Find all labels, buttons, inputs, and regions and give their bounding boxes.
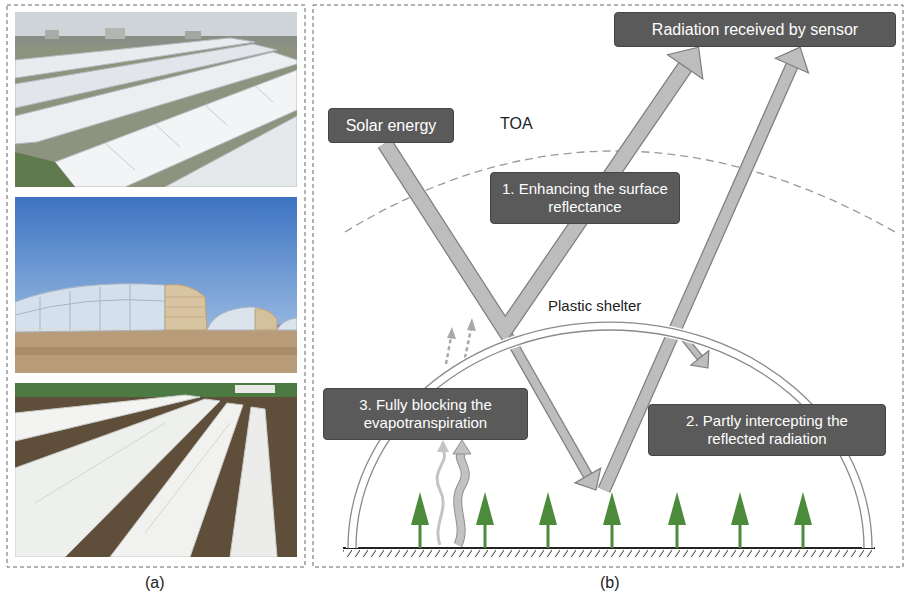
- arrow-head: [775, 47, 808, 73]
- label-box: 2. Partly intercepting the reflected rad…: [648, 404, 886, 456]
- greenhouse-photo: [277, 318, 297, 330]
- greenhouse-photo: [15, 300, 165, 315]
- greenhouse-photo: [165, 307, 206, 308]
- radiation-arrow: [385, 47, 703, 330]
- evapotranspiration-arrow: [467, 318, 476, 331]
- layer-label: TOA: [500, 114, 533, 133]
- panel-frame: [7, 5, 305, 567]
- label-box: Solar energy: [328, 108, 454, 143]
- panel-label: (b): [600, 573, 620, 592]
- greenhouse-photo: [105, 143, 135, 170]
- ground: [343, 548, 875, 557]
- evapotranspiration-arrow: [447, 327, 456, 339]
- greenhouse-photo: [155, 124, 180, 147]
- row-cover-photo: [35, 423, 230, 533]
- evapotranspiration-arrow: [465, 329, 471, 358]
- crop-symbol: [731, 492, 749, 525]
- greenhouse-photo: [45, 30, 59, 39]
- greenhouse-photo: [40, 297, 41, 330]
- arrow-outline: [385, 66, 686, 330]
- box-text: 3. Fully blocking the evapotranspiration: [332, 396, 519, 432]
- arrow-body: [385, 66, 686, 330]
- panel-frame: [313, 5, 903, 567]
- greenhouse-photo: [15, 347, 297, 355]
- greenhouse-photo: [165, 297, 206, 317]
- greenhouse-photo: [255, 86, 273, 102]
- greenhouse-photo: [100, 287, 101, 330]
- evapotranspiration-arrow: [458, 452, 466, 545]
- row-cover-photo: [230, 407, 277, 557]
- row-cover-photo: [110, 403, 243, 557]
- greenhouse-photo: [205, 105, 227, 125]
- row-cover-photo: [15, 383, 297, 557]
- greenhouse-photo: [15, 285, 165, 330]
- panel-frame: [7, 5, 903, 567]
- crop-symbol: [547, 524, 550, 548]
- crop-symbol: [611, 524, 614, 548]
- greenhouse-photo: [130, 285, 131, 330]
- greenhouse-photo: [165, 285, 207, 331]
- row-cover-photo: [15, 383, 297, 397]
- label-box: 3. Fully blocking the evapotranspiration: [323, 388, 528, 440]
- greenhouse-photo: [165, 297, 205, 298]
- greenhouse-photo: [55, 70, 297, 187]
- evapotranspiration-arrow: [437, 450, 444, 545]
- evapotranspiration-arrow: [437, 440, 449, 452]
- layer-label: Plastic shelter: [548, 297, 641, 315]
- crop-symbol: [539, 492, 557, 525]
- crop-symbol: [794, 492, 812, 525]
- evapotranspiration-arrow: [446, 337, 451, 364]
- crop-symbol: [419, 524, 422, 548]
- label-box: Radiation received by sensor: [614, 12, 896, 47]
- box-text: Radiation received by sensor: [623, 20, 887, 39]
- row-cover-photo: [235, 385, 275, 393]
- panel-label: (a): [145, 573, 165, 592]
- arrow-head: [667, 47, 702, 79]
- crop-symbol: [802, 524, 805, 548]
- box-text: Solar energy: [337, 116, 445, 135]
- greenhouse-photo: [255, 309, 277, 330]
- greenhouse-photo: [70, 291, 71, 330]
- arrow-head: [691, 351, 709, 368]
- greenhouse-photo: [15, 284, 165, 332]
- ground: [343, 547, 875, 549]
- greenhouse-photo: [105, 28, 125, 39]
- crop-symbol: [411, 492, 429, 525]
- crop-symbol: [668, 492, 686, 525]
- crop-symbol: [676, 524, 679, 548]
- evapotranspiration-arrow: [453, 440, 471, 454]
- row-cover-photo: [145, 423, 230, 533]
- greenhouse-photo: [165, 116, 297, 187]
- greenhouse-photo: [15, 328, 297, 373]
- label-box: 1. Enhancing the surface reflectance: [490, 172, 680, 224]
- greenhouse-photo: [165, 317, 206, 318]
- greenhouse-photo: [185, 31, 201, 39]
- greenhouse-photo: [15, 12, 297, 187]
- crop-symbol: [739, 524, 742, 548]
- evapotranspiration-arrow: [458, 452, 466, 545]
- arrow-head: [575, 468, 601, 490]
- row-cover-photo: [35, 423, 165, 503]
- greenhouse-photo: [15, 12, 297, 40]
- greenhouse-photo: [15, 197, 297, 373]
- greenhouse-photo: [15, 152, 75, 187]
- greenhouse-photo: [15, 12, 297, 187]
- crop-symbol: [476, 492, 494, 525]
- box-text: 2. Partly intercepting the reflected rad…: [657, 412, 877, 448]
- greenhouse-photo: [105, 86, 273, 170]
- crop-symbol: [484, 524, 487, 548]
- crop-symbol: [603, 492, 621, 525]
- box-text: 1. Enhancing the surface reflectance: [499, 180, 671, 216]
- crop-symbol: [411, 492, 812, 548]
- ground: [343, 548, 875, 557]
- greenhouse-photo: [15, 197, 297, 373]
- row-cover-photo: [15, 383, 297, 557]
